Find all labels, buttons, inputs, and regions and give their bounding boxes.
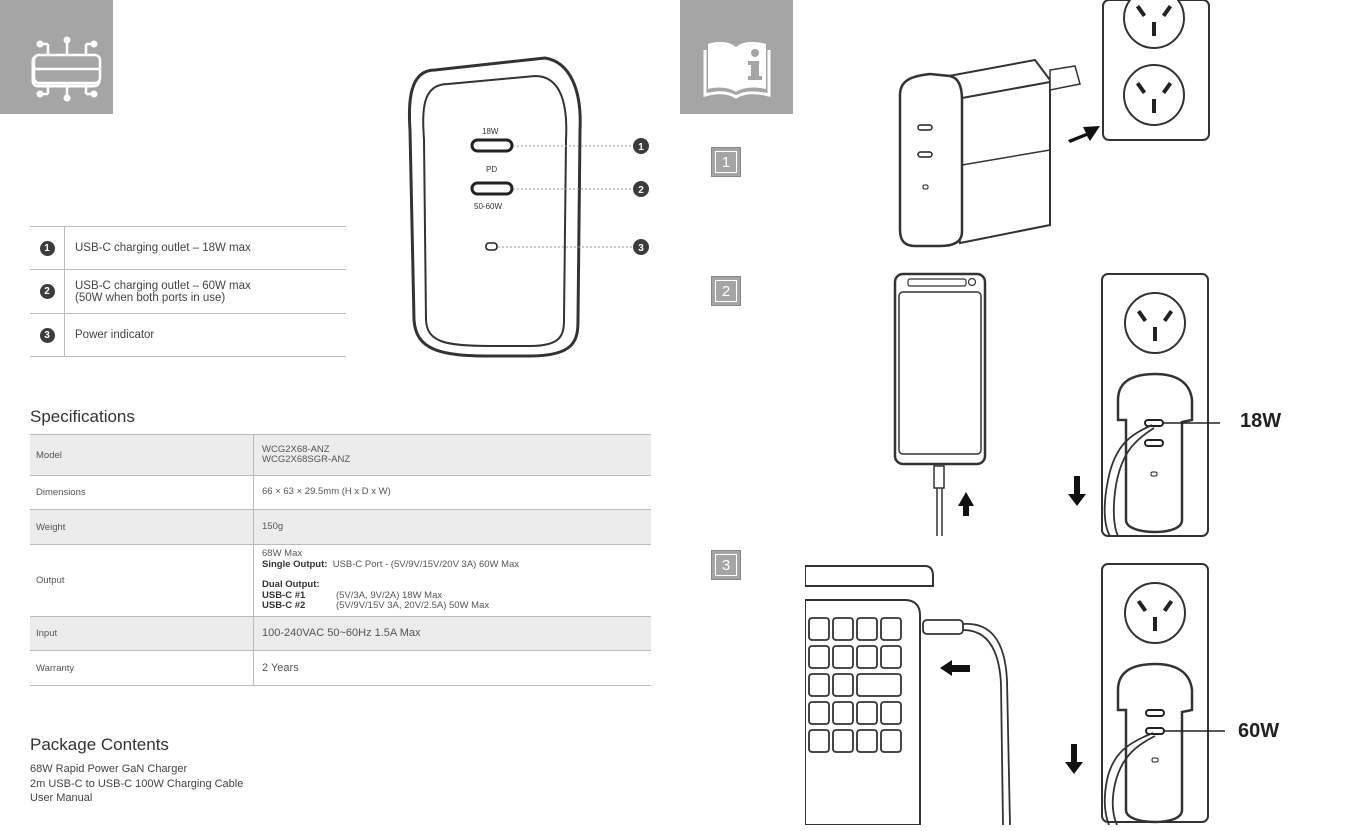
single-output-value: USB-C Port - (5V/9V/15V/20V 3A) 60W Max <box>332 558 520 570</box>
callout-3: 3 <box>638 243 644 254</box>
step2-phone-charging-illustration <box>893 272 1220 537</box>
spec-label: Weight <box>30 510 254 544</box>
legend-subtext: (50W when both ports in use) <box>75 291 226 304</box>
legend-text: Power indicator <box>75 329 155 341</box>
package-item: 2m USB-C to USB-C 100W Charging Cable <box>30 777 244 790</box>
specifications-heading: Specifications <box>30 407 135 426</box>
pd-label: PD <box>486 165 497 174</box>
spec-value: 2 Years <box>262 661 299 674</box>
dual-output-label: Dual Output: <box>262 579 320 591</box>
spec-value: WCG2X68SGR-ANZ <box>262 454 351 465</box>
spec-label: Output <box>30 545 254 616</box>
package-item: User Manual <box>30 792 93 804</box>
single-output-label: Single Output: <box>262 558 328 570</box>
legend-row: 2 USB-C charging outlet – 60W max(50W wh… <box>30 270 346 314</box>
spec-label: Model <box>30 435 254 475</box>
charger-front-illustration: 18W PD 50-60W 1 2 3 <box>407 56 649 358</box>
step-badge-1: 1 <box>711 147 741 177</box>
port1-label: USB-C #1 <box>262 589 306 601</box>
package-heading: Package Contents <box>30 735 169 754</box>
port2-value: (5V/9V/15V 3A, 20V/2.5A) 50W Max <box>336 600 490 612</box>
spec-row-output: Output 68W Max Single Output: USB-C Port… <box>30 545 651 617</box>
port-label-18w: 18W <box>482 127 499 136</box>
port-label-60w: 50-60W <box>474 202 502 211</box>
callout-badge: 1 <box>39 240 55 256</box>
spec-label: Dimensions <box>30 476 254 509</box>
legend-text: USB-C charging outlet – 60W max <box>75 279 251 292</box>
step-badge-3: 3 <box>711 550 741 580</box>
output-max: 68W Max <box>262 548 303 560</box>
spec-row-dimensions: Dimensions 66 × 63 × 29.5mm (H x D x W) <box>30 476 651 510</box>
circuit-chip-icon <box>31 36 102 102</box>
package-item: 68W Rapid Power GaN Charger <box>30 763 188 775</box>
spec-row-weight: Weight 150g <box>30 510 651 545</box>
callout-badge: 3 <box>39 327 55 343</box>
spec-value: WCG2X68-ANZ <box>262 443 330 455</box>
port-legend: 1 USB-C charging outlet – 18W max 2 USB-… <box>30 226 346 357</box>
port2-label: USB-C #2 <box>262 600 306 612</box>
spec-label: Input <box>30 617 254 650</box>
spec-row-warranty: Warranty 2 Years <box>30 651 651 686</box>
callout-1: 1 <box>638 142 644 153</box>
spec-value: 100-240VAC 50~60Hz 1.5A Max <box>262 627 421 640</box>
spec-row-input: Input 100-240VAC 50~60Hz 1.5A Max <box>30 617 651 651</box>
step1-plug-in-illustration <box>898 0 1210 248</box>
legend-row: 3 Power indicator <box>30 314 346 357</box>
manual-tile <box>680 0 793 114</box>
spec-value: 66 × 63 × 29.5mm (H x D x W) <box>262 486 391 498</box>
circuit-tile <box>0 0 113 114</box>
port1-value: (5V/3A, 9V/2A) 18W Max <box>336 589 443 601</box>
step-badge-2: 2 <box>711 276 741 306</box>
wattage-label-18w: 18W <box>1240 410 1282 432</box>
spec-label: Warranty <box>30 651 254 685</box>
legend-row: 1 USB-C charging outlet – 18W max <box>30 227 346 270</box>
wattage-label-60w: 60W <box>1238 720 1280 742</box>
spec-value: 150g <box>262 520 284 532</box>
manual-book-info-icon <box>703 41 771 99</box>
callout-badge: 2 <box>39 284 55 299</box>
step3-laptop-charging-illustration <box>805 563 1225 825</box>
package-list: 68W Rapid Power GaN Charger 2m USB-C to … <box>30 762 243 806</box>
callout-2: 2 <box>638 185 644 196</box>
legend-text: USB-C charging outlet – 18W max <box>75 242 251 254</box>
